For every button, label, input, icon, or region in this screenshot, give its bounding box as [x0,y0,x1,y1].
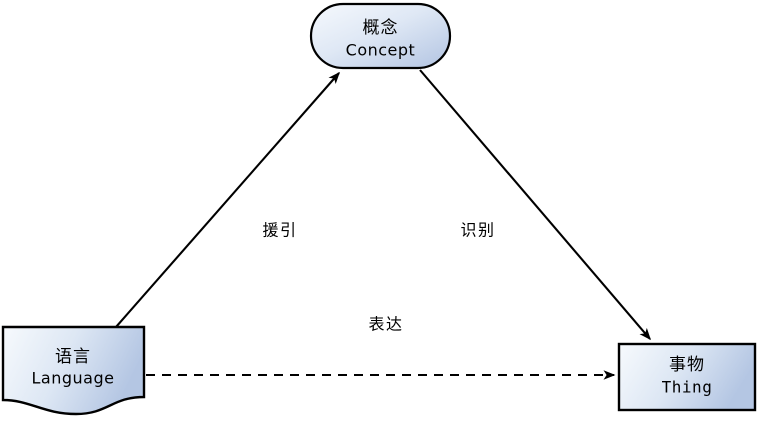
node-language[interactable]: 语言 Language [1,325,146,416]
node-thing-label-cn: 事物 [669,355,705,375]
edge-line-identify [419,69,651,341]
edge-concept-to-thing [419,69,651,341]
node-language-label-en: Language [32,369,115,388]
node-concept[interactable]: 概念 Concept [309,2,452,70]
node-language-shape[interactable] [1,325,146,416]
edge-label-identify: 识别 [460,221,495,240]
node-thing-shape[interactable] [617,342,757,412]
edge-language-to-concept [115,71,340,328]
edge-label-express: 表达 [368,315,403,334]
node-language-label-cn: 语言 [55,347,91,367]
edge-label-cite: 援引 [262,221,297,240]
edge-line-cite [115,71,340,328]
node-concept-shape[interactable] [309,2,452,70]
node-concept-label-en: Concept [346,41,416,60]
node-thing-label-en: Thing [662,378,713,397]
node-concept-label-cn: 概念 [363,17,399,38]
node-thing[interactable]: 事物 Thing [617,342,757,412]
